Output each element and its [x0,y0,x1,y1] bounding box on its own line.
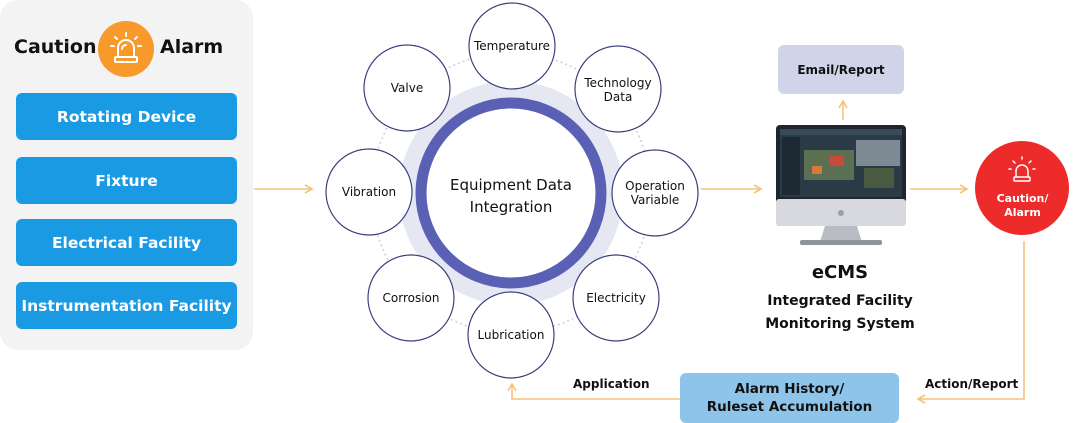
technology-data-node [574,45,662,133]
operation-variable-label: Operation Variable [612,177,698,209]
application-arrow [507,382,680,400]
ecms-subtitle-line2: Monitoring System [765,316,915,332]
caution-label: Caution [14,36,97,58]
integration-title-line2: Integration [469,198,553,216]
caution-alarm-line2: Alarm [1004,206,1041,219]
siren-icon [110,32,142,63]
red-siren-icon [1008,156,1036,182]
temperature-label: Temperature [473,39,550,53]
caution-alarm-label: Caution/ Alarm [975,192,1070,220]
alarm-circle [975,141,1069,235]
integration-ring [415,97,607,289]
rotating-device-button[interactable]: Rotating Device [16,93,237,140]
caution-alarm-line1: Caution/ [996,192,1049,205]
lubrication-node [467,291,555,379]
monitor-icon [776,125,906,245]
technology-data-label: Technology Data [575,74,661,106]
application-label: Application [573,377,650,391]
alarm-history-line1: Alarm History/ [734,381,845,397]
electrical-facility-button[interactable]: Electrical Facility [16,219,237,266]
instrumentation-facility-button[interactable]: Instrumentation Facility [16,282,237,329]
operation-variable-node [611,149,699,237]
ecms-subtitle-line1: Integrated Facility [767,293,913,309]
alarm-history-box: Alarm History/ Ruleset Accumulation [680,373,899,423]
alarm-siren-badge [98,21,154,77]
corrosion-node [367,254,455,342]
operation-label-line1: Operation [625,179,685,193]
valve-node [363,44,451,132]
electricity-node [572,254,660,342]
corrosion-label: Corrosion [382,291,440,305]
operation-label-line2: Variable [630,193,680,207]
technology-label-line1: Technology [584,76,652,90]
lubrication-label: Lubrication [477,328,545,342]
electricity-label: Electricity [586,291,646,305]
alarm-history-line2: Ruleset Accumulation [706,399,873,415]
integration-title: Equipment Data Integration [426,174,596,218]
technology-label-line2: Data [603,90,633,104]
valve-label: Valve [390,81,424,95]
email-report-box: Email/Report [778,45,904,94]
integration-title-line1: Equipment Data [449,176,572,194]
temperature-node [468,2,556,90]
alarm-label: Alarm [160,36,224,58]
action-report-arrow [916,241,1025,404]
vibration-node [325,148,413,236]
vibration-label: Vibration [341,185,397,199]
action-report-label: Action/Report [925,377,1019,391]
fixture-button[interactable]: Fixture [16,157,237,204]
ecms-title: eCMS [811,262,869,283]
ecms-subtitle: Integrated Facility Monitoring System [740,290,940,336]
